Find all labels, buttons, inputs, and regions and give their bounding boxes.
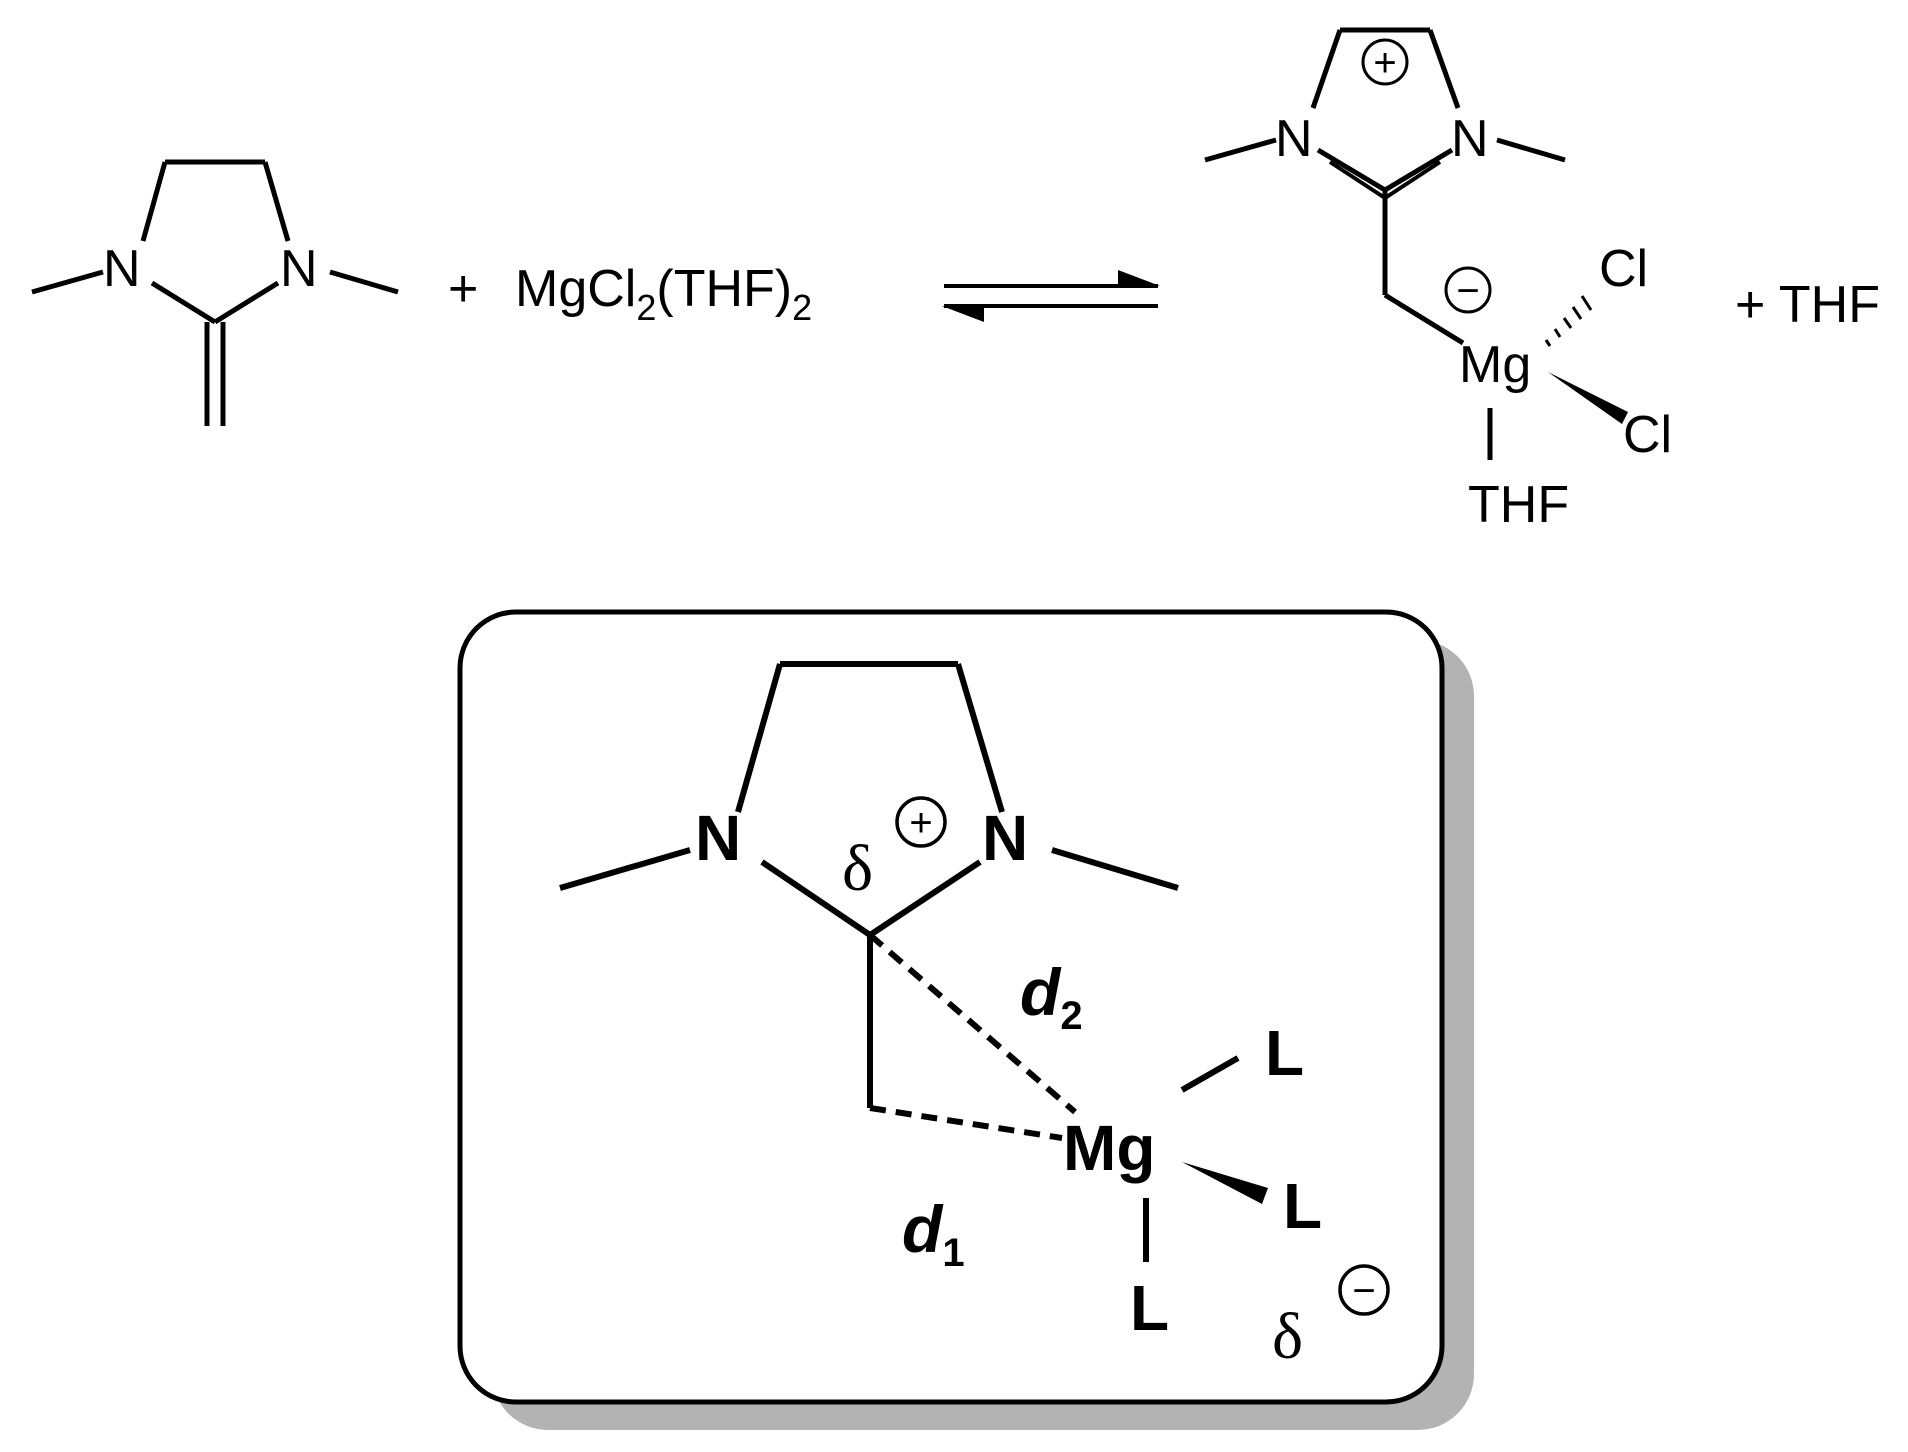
positive-charge: + bbox=[909, 801, 932, 845]
bond bbox=[1427, 29, 1461, 109]
bond bbox=[1051, 847, 1179, 891]
nitrogen-label: N bbox=[280, 240, 318, 298]
wedge-bond bbox=[1182, 1162, 1268, 1204]
bond bbox=[955, 663, 1005, 813]
hashed-bond bbox=[1544, 295, 1593, 347]
bond bbox=[1204, 137, 1277, 163]
bond bbox=[262, 161, 291, 242]
dashed-bond bbox=[869, 1105, 1063, 1141]
magnesium-label: Mg bbox=[1459, 336, 1531, 394]
thf-label: THF bbox=[1468, 476, 1569, 534]
ligand-label: L bbox=[1283, 1170, 1322, 1242]
byproduct-thf: + THF bbox=[1735, 276, 1880, 334]
bond bbox=[1383, 292, 1465, 346]
bond bbox=[1310, 29, 1343, 109]
delta-symbol: δ bbox=[1272, 1300, 1303, 1373]
wedge-bond bbox=[1548, 372, 1628, 424]
positive-charge: + bbox=[1373, 41, 1396, 85]
magnesium-label: Mg bbox=[1063, 1112, 1155, 1184]
bond bbox=[213, 280, 280, 325]
bond bbox=[140, 161, 168, 242]
reactant-nho-structure: N N bbox=[31, 159, 399, 426]
distance-label-d1: d1 bbox=[902, 1192, 965, 1275]
inset-structure: N N δ + d2 d1 Mg L L L δ − bbox=[559, 661, 1390, 1373]
bond bbox=[329, 269, 399, 295]
nitrogen-label: N bbox=[1451, 110, 1489, 168]
negative-charge: − bbox=[1456, 269, 1479, 313]
bond bbox=[31, 269, 104, 295]
dashed-bond bbox=[868, 932, 1077, 1115]
bond bbox=[1316, 147, 1387, 193]
chlorine-label: Cl bbox=[1623, 406, 1672, 464]
equilibrium-arrow bbox=[942, 270, 1160, 322]
bond bbox=[559, 847, 691, 891]
negative-charge: − bbox=[1352, 1269, 1375, 1313]
bond bbox=[1180, 1055, 1240, 1093]
plus-sign: + bbox=[448, 260, 478, 318]
bond bbox=[1496, 137, 1566, 163]
bond bbox=[735, 663, 783, 813]
inset-box bbox=[457, 609, 1474, 1430]
delta-symbol: δ bbox=[842, 832, 873, 905]
ligand-label: L bbox=[1265, 1017, 1304, 1089]
bond bbox=[868, 859, 982, 938]
ligand-label: L bbox=[1130, 1272, 1169, 1344]
chlorine-label: Cl bbox=[1599, 240, 1648, 298]
bond bbox=[150, 280, 217, 325]
distance-label-d2: d2 bbox=[1020, 955, 1083, 1038]
nitrogen-label: N bbox=[982, 802, 1028, 874]
nitrogen-label: N bbox=[103, 240, 141, 298]
nitrogen-label: N bbox=[1275, 110, 1313, 168]
bond bbox=[760, 859, 872, 938]
nitrogen-label: N bbox=[695, 802, 741, 874]
product-zwitterion-structure: + − N N Mg Cl Cl THF bbox=[1204, 27, 1672, 534]
reagent-formula: MgCl2(THF)2 bbox=[515, 260, 812, 328]
bond bbox=[1383, 147, 1454, 193]
